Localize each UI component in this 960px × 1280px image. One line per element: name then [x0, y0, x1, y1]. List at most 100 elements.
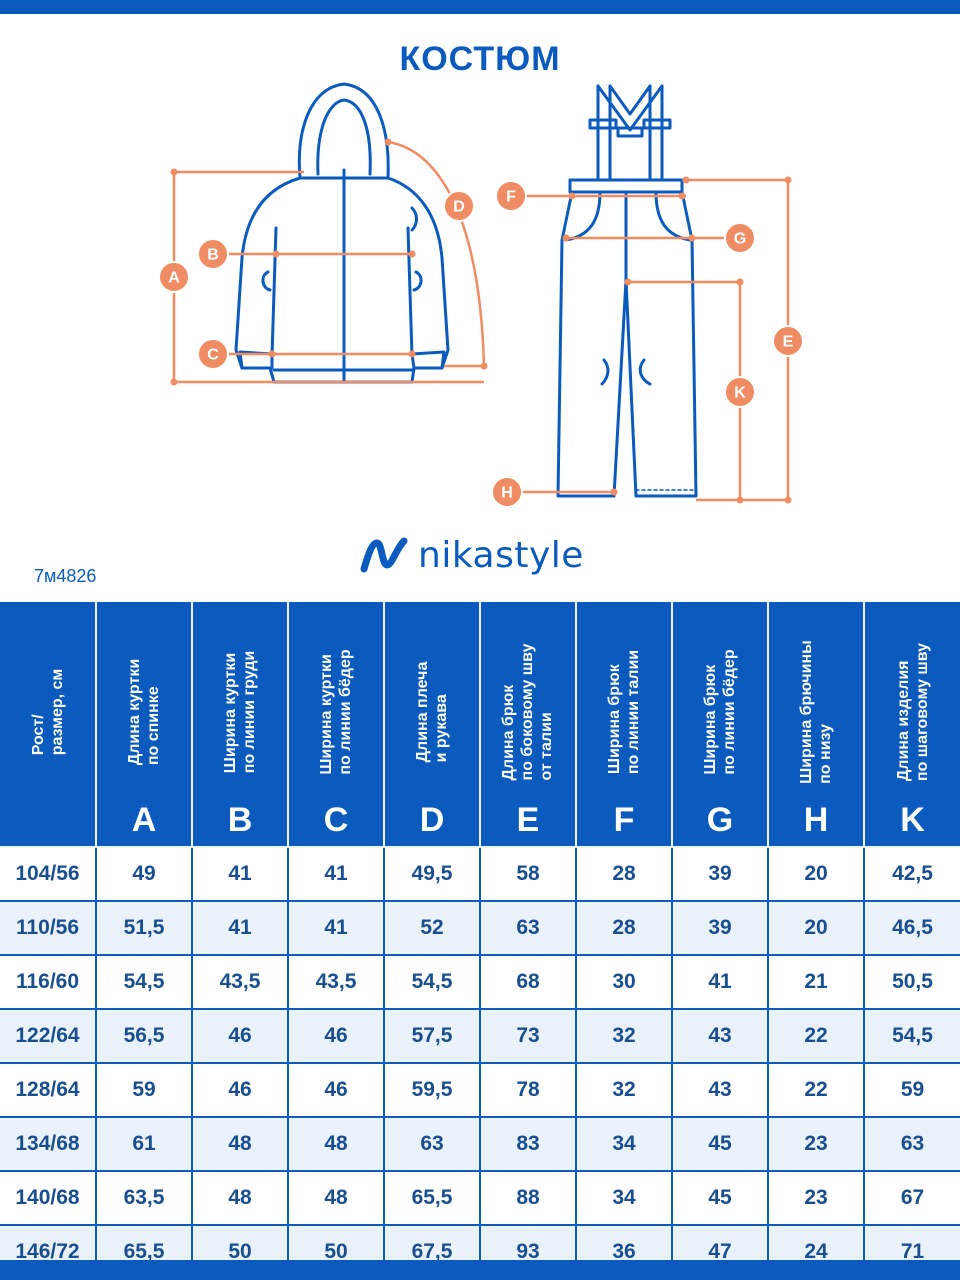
measurement-cell: 46,5 [863, 901, 960, 956]
measurement-cell: 42,5 [863, 847, 960, 902]
size-cell: 116/60 [0, 955, 97, 1010]
measurement-cell: 49 [95, 847, 193, 902]
measurement-cell: 41 [287, 847, 385, 902]
measurement-cell: 41 [191, 847, 289, 902]
svg-text:D: D [453, 199, 465, 216]
article-number: 7м4826 [34, 566, 97, 586]
measurement-cell: 52 [383, 901, 481, 956]
measurement-cell: 67 [863, 1171, 960, 1226]
size-cell: 128/64 [0, 1063, 97, 1118]
measurement-cell: 83 [479, 1117, 577, 1172]
measurement-cell: 22 [767, 1009, 865, 1064]
brand-name: nikastyle [418, 534, 584, 576]
measurement-cell: 63 [479, 901, 577, 956]
measurement-cell: 58 [479, 847, 577, 902]
measurement-cell: 20 [767, 901, 865, 956]
column-header-line: Ширина куртки [221, 652, 239, 774]
svg-text:G: G [734, 231, 746, 248]
measurement-cell: 48 [287, 1117, 385, 1172]
measurement-cell: 46 [191, 1009, 289, 1064]
column-letter: E [516, 801, 540, 839]
measurement-cell: 59,5 [383, 1063, 481, 1118]
measurement-cell: 45 [671, 1171, 769, 1226]
measurement-cell: 54,5 [863, 1009, 960, 1064]
svg-text:H: H [501, 485, 513, 502]
measurement-cell: 41 [287, 901, 385, 956]
measurement-cell: 39 [671, 901, 769, 956]
column-header-line: размер, см [48, 668, 66, 756]
column-letter: G [706, 801, 734, 839]
nikastyle-wave-logo-icon [360, 537, 408, 573]
measurement-cell: 45 [671, 1117, 769, 1172]
marker-b: B [197, 238, 229, 270]
measurement-cell: 41 [671, 955, 769, 1010]
measurement-cell: 34 [575, 1117, 673, 1172]
measurement-cell: 39 [671, 847, 769, 902]
marker-a: A [158, 261, 190, 293]
column-header-line: и рукава [433, 694, 450, 763]
marker-g: G [724, 222, 756, 254]
measurement-cell: 61 [95, 1117, 193, 1172]
column-letter: B [227, 801, 253, 839]
column-letter: A [131, 801, 157, 839]
column-letter: H [803, 801, 829, 839]
svg-text:C: C [207, 347, 219, 364]
measurement-cell: 59 [863, 1063, 960, 1118]
measurement-cell: 59 [95, 1063, 193, 1118]
marker-d: D [443, 190, 475, 222]
marker-c: C [197, 338, 229, 370]
page-title: КОСТЮМ [399, 40, 561, 78]
measurement-cell: 30 [575, 955, 673, 1010]
column-header-line: Длина изделия [894, 660, 912, 782]
svg-text:K: K [734, 385, 746, 402]
measurement-cell: 88 [479, 1171, 577, 1226]
measurement-cell: 63 [383, 1117, 481, 1172]
brand-logo: nikastyle [360, 530, 584, 580]
top-bar [0, 0, 960, 14]
column-header-line: Рост/ [29, 714, 47, 756]
measurement-cell: 23 [767, 1117, 865, 1172]
column-header-line: по линии талии [625, 649, 642, 775]
measurement-cell: 32 [575, 1063, 673, 1118]
measurement-cell: 32 [575, 1009, 673, 1064]
measurement-cell: 48 [287, 1171, 385, 1226]
size-cell: 122/64 [0, 1009, 97, 1064]
measurement-cell: 49,5 [383, 847, 481, 902]
pants-drawing [556, 84, 698, 498]
measurement-cell: 46 [287, 1009, 385, 1064]
size-cell: 104/56 [0, 847, 97, 902]
column-header-line: от талии [538, 712, 556, 781]
measurement-cell: 54,5 [95, 955, 193, 1010]
marker-e: E [772, 325, 804, 357]
svg-text:A: A [168, 270, 180, 287]
column-header-line: Длина плеча [413, 661, 431, 763]
measurement-cell: 65,5 [383, 1171, 481, 1226]
svg-text:F: F [506, 189, 516, 206]
measurement-cell: 21 [767, 955, 865, 1010]
size-cell: 134/68 [0, 1117, 97, 1172]
measurement-cell: 23 [767, 1171, 865, 1226]
column-header-line: Длина куртки [125, 658, 143, 766]
measurement-cell: 43,5 [191, 955, 289, 1010]
measurement-endpoints [170, 138, 792, 504]
measurement-cell: 43 [671, 1063, 769, 1118]
measurement-cell: 63,5 [95, 1171, 193, 1226]
column-header-line: Ширина брючины [797, 640, 815, 784]
measurement-cell: 34 [575, 1171, 673, 1226]
